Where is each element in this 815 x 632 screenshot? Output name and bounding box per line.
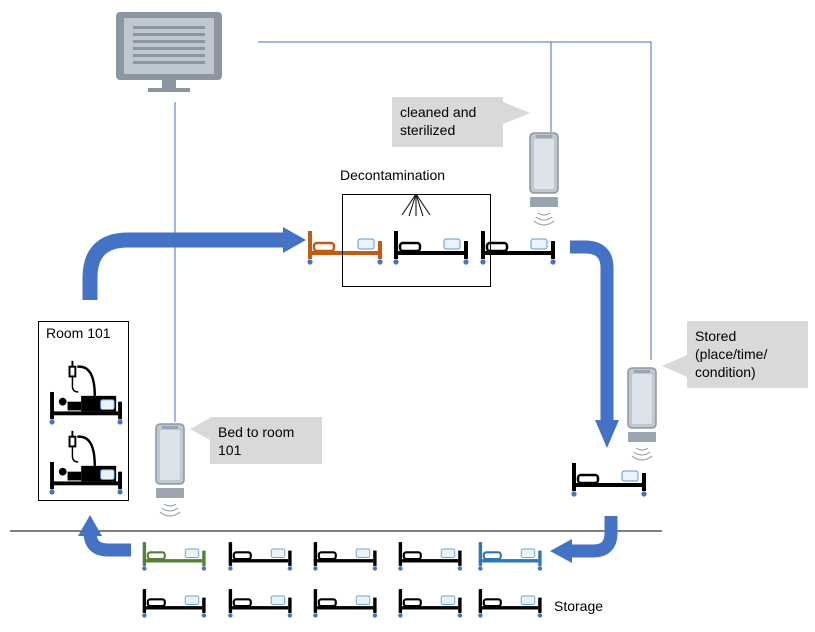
callout-pointer (190, 418, 210, 440)
storage-label: Storage (554, 598, 604, 614)
bed-cleaned-icon (479, 229, 557, 265)
room-101-label: Room 101 (46, 325, 111, 341)
flow-arrow-to-stored-bed (570, 240, 619, 448)
rfid-reader-icon (155, 423, 185, 517)
room-101-box (38, 321, 129, 501)
storage-bed-icon (312, 587, 379, 619)
network-lines (174, 41, 652, 422)
flow-arrow-to-storage (550, 516, 618, 563)
callout-pointer (662, 355, 687, 377)
bed-stored-icon (570, 461, 648, 497)
callout-pointer (503, 102, 530, 124)
storage-bed-icon (397, 540, 464, 572)
storage-bed-icon (312, 540, 379, 572)
storage-bed-icon (397, 587, 464, 619)
callout-stored: Stored (place/time/ condition) (687, 321, 808, 388)
rfid-reader-icon (627, 367, 657, 461)
callout-bed-to-room: Bed to room 101 (210, 417, 322, 464)
storage-bed-icon (141, 587, 208, 619)
storage-bed-icon (227, 540, 294, 572)
storage-bed-icon (227, 587, 294, 619)
bed-selected-icon (141, 540, 208, 572)
storage-bed-icon (477, 587, 544, 619)
flow-arrow-to-decontamination (82, 227, 306, 300)
computer-monitor-icon (116, 12, 222, 92)
callout-cleaned-sterilized: cleaned and sterilized (392, 97, 503, 147)
flow-arrow-to-room (78, 515, 131, 557)
decontamination-label: Decontamination (340, 167, 446, 183)
bed-incoming-icon (477, 540, 544, 572)
spray-lines (401, 193, 431, 217)
decontamination-box (342, 194, 491, 287)
rfid-reader-icon (529, 132, 559, 226)
